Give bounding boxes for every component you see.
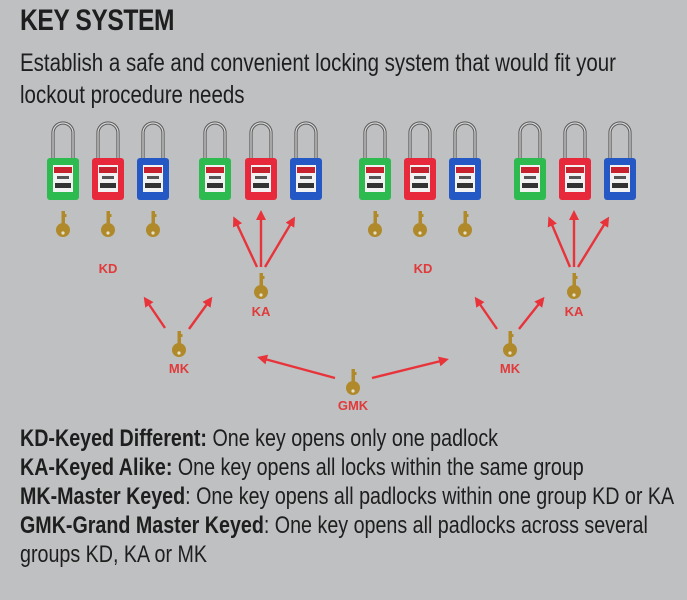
padlock-blue <box>604 121 636 200</box>
key-icon <box>413 211 427 237</box>
grand-master-key-label: GMK <box>338 398 369 413</box>
master-key-label-2: MK <box>500 361 521 376</box>
arrow-icon <box>547 216 572 268</box>
legend-desc: One key opens only one padlock <box>206 425 499 452</box>
padlock-blue <box>137 121 169 200</box>
legend-desc: One key opens all locks within the same … <box>172 454 584 481</box>
arrow-icon <box>371 356 449 380</box>
padlock-green <box>359 121 391 200</box>
padlock-green <box>514 121 546 200</box>
arrow-icon <box>257 354 336 380</box>
arrow-icon <box>233 216 259 268</box>
group-label-ka-2: KA <box>565 304 584 319</box>
key-icon <box>172 331 186 357</box>
arrow-icon <box>518 296 545 330</box>
legend: KD-Keyed Different: One key opens only o… <box>20 424 676 569</box>
legend-desc: : One key opens all padlocks within one … <box>185 483 675 510</box>
page-subtitle: Establish a safe and convenient locking … <box>20 49 616 109</box>
padlock-blue <box>449 121 481 200</box>
key-icon <box>368 211 382 237</box>
key-system-diagram: KD KA KD KA MK MK GMK <box>47 121 636 413</box>
legend-term: MK-Master Keyed <box>20 483 186 510</box>
key-icon <box>254 273 268 299</box>
padlock-red <box>559 121 591 200</box>
page-title: KEY SYSTEM <box>20 4 175 37</box>
legend-ka: KA-Keyed Alike: One key opens all locks … <box>20 453 676 482</box>
legend-term: GMK-Grand Master Keyed <box>20 512 264 539</box>
legend-mk: MK-Master Keyed: One key opens all padlo… <box>20 482 687 511</box>
key-icon <box>56 211 70 237</box>
key-icon <box>458 211 472 237</box>
arrow-icon <box>263 216 296 268</box>
key-icon <box>146 211 160 237</box>
padlock-blue <box>290 121 322 200</box>
arrow-icon <box>474 296 498 330</box>
padlock-red <box>404 121 436 200</box>
legend-term: KA-Keyed Alike: <box>20 454 173 481</box>
key-icon <box>101 211 115 237</box>
key-icon <box>503 331 517 357</box>
master-key-label-1: MK <box>169 361 190 376</box>
legend-kd: KD-Keyed Different: One key opens only o… <box>20 424 676 453</box>
arrow-icon <box>576 216 610 268</box>
group-label-ka-1: KA <box>252 304 271 319</box>
legend-desc: : One key opens all padlocks across seve… <box>20 512 648 568</box>
padlock-red <box>245 121 277 200</box>
key-icon <box>346 369 360 395</box>
group-label-kd-1: KD <box>99 261 118 276</box>
key-icon <box>567 273 581 299</box>
padlock-green <box>199 121 231 200</box>
legend-gmk: GMK-Grand Master Keyed: One key opens al… <box>20 511 668 569</box>
legend-term: KD-Keyed Different: <box>20 425 207 452</box>
padlock-red <box>92 121 124 200</box>
arrow-icon <box>188 296 213 330</box>
arrow-icon <box>143 296 166 329</box>
group-label-kd-2: KD <box>414 261 433 276</box>
padlock-green <box>47 121 79 200</box>
